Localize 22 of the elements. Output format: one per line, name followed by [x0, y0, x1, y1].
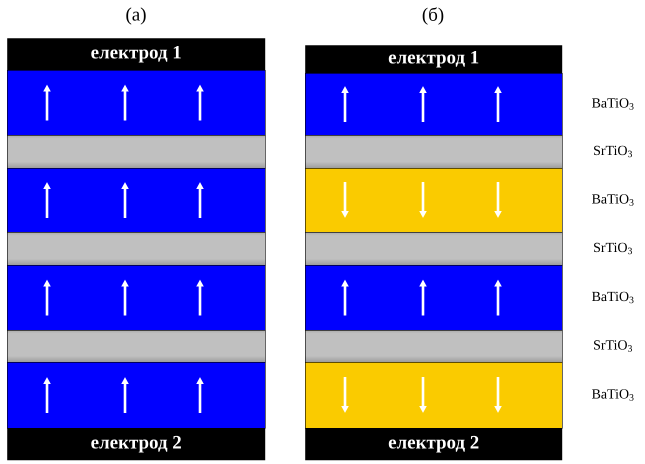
layer-bar: [7, 135, 266, 169]
layer-bar: [7, 232, 266, 266]
electrode-bar: електрод 1: [7, 38, 266, 70]
electrode-bar: електрод 2: [7, 428, 266, 460]
layer-bar: [305, 73, 563, 136]
layer-bar: [305, 168, 563, 233]
layer-bar: [305, 330, 563, 363]
layer-label: BaTiO$_{3}$: [592, 292, 634, 304]
layer-label: SrTiO$_{3}$: [594, 340, 632, 352]
layer-label: BaTiO$_{3}$: [592, 389, 634, 401]
layer-bar: [7, 168, 266, 233]
layer-bar: [7, 330, 266, 363]
layer-label: SrTiO$_{3}$: [594, 242, 632, 254]
panel-label: (а): [126, 7, 146, 25]
layer-bar: [305, 232, 563, 266]
layer-bar: [305, 135, 563, 169]
electrode-bar: електрод 1: [305, 45, 562, 74]
panel-label: (б): [422, 7, 444, 25]
layer-label: BaTiO$_{3}$: [592, 194, 634, 206]
layer-label: SrTiO$_{3}$: [594, 146, 632, 158]
layer-label: BaTiO$_{3}$: [592, 98, 634, 110]
electrode-bar: електрод 2: [305, 428, 562, 460]
